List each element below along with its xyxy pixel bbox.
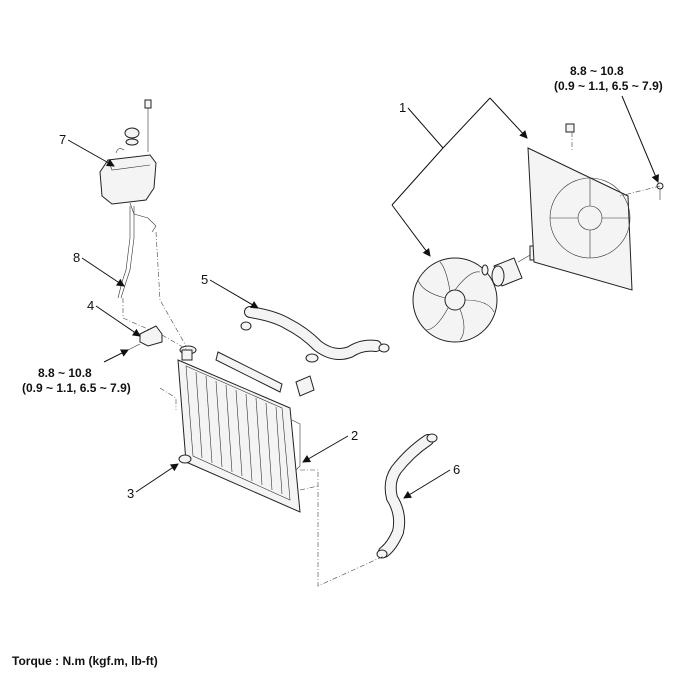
upper-hose — [240, 306, 390, 363]
torque-spec-fan: 8.8 ~ 10.8 (0.9 ~ 1.1, 6.5 ~ 7.9) — [554, 64, 663, 94]
lower-hose — [376, 433, 438, 559]
radiator-bracket — [127, 325, 163, 351]
callout-4: 4 — [87, 298, 95, 313]
callout-1: 1 — [399, 100, 407, 115]
torque-spec-bracket: 8.8 ~ 10.8 (0.9 ~ 1.1, 6.5 ~ 7.9) — [22, 366, 131, 396]
drain-plug — [178, 454, 192, 464]
callout-8: 8 — [73, 250, 81, 265]
cooling-fan-blade — [412, 257, 498, 343]
leader-lines — [67, 95, 659, 499]
torque-spec-bracket-alt: (0.9 ~ 1.1, 6.5 ~ 7.9) — [22, 381, 131, 395]
callout-6: 6 — [453, 462, 461, 477]
fan-motor — [481, 245, 541, 287]
torque-unit-note: Torque : N.m (kgf.m, lb-ft) — [12, 654, 158, 668]
torque-spec-fan-alt: (0.9 ~ 1.1, 6.5 ~ 7.9) — [554, 79, 663, 93]
reservoir-tank — [99, 99, 157, 233]
callout-3: 3 — [127, 486, 135, 501]
radiator — [177, 345, 315, 513]
callout-7: 7 — [59, 132, 67, 147]
callout-5: 5 — [201, 272, 209, 287]
callout-2: 2 — [351, 428, 359, 443]
torque-spec-fan-nm: 8.8 ~ 10.8 — [570, 64, 624, 78]
fan-shroud — [527, 123, 664, 291]
assembly-lines — [122, 132, 661, 587]
torque-spec-bracket-nm: 8.8 ~ 10.8 — [38, 366, 92, 380]
